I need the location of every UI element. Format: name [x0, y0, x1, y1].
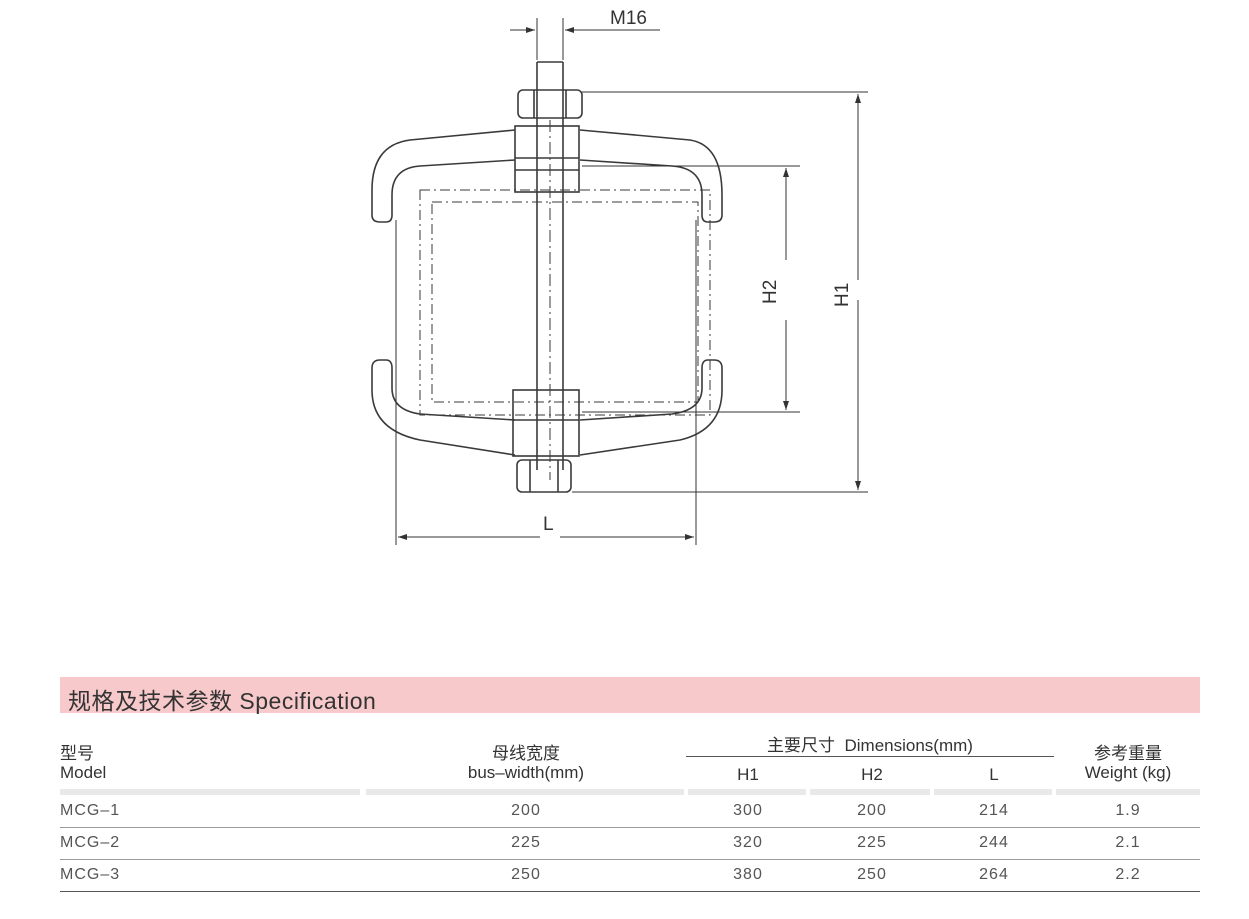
clamp-drawing: M16 H1 H2 L — [371, 8, 868, 545]
label-m16: M16 — [610, 8, 647, 29]
busbar-outline-inner — [431, 201, 699, 403]
cell-model: MCG–3 — [60, 866, 121, 883]
spec-title: 规格及技术参数 Specification — [68, 688, 377, 714]
cell-l: 214 — [979, 802, 1009, 819]
dimensions-rule — [686, 756, 1054, 757]
table-row: MCG–1 200 300 200 214 1.9 — [60, 795, 1200, 828]
top-nut — [517, 89, 583, 119]
header-separator — [810, 789, 930, 795]
cell-weight: 1.9 — [1115, 802, 1141, 819]
cell-h2: 225 — [857, 834, 887, 851]
label-h1: H1 — [832, 283, 853, 307]
header-separator — [1056, 789, 1200, 795]
cell-h1: 300 — [733, 802, 763, 819]
header-weight-en: Weight (kg) — [1084, 763, 1172, 782]
header-l: L — [989, 765, 999, 784]
header-separator — [60, 789, 360, 795]
label-h2: H2 — [760, 280, 781, 304]
cell-h2: 250 — [857, 866, 887, 883]
upper-block — [514, 125, 580, 193]
cell-bus: 200 — [511, 802, 541, 819]
header-dimensions: 主要尺寸 Dimensions(mm) — [767, 736, 973, 755]
header-bus-en: bus–width(mm) — [467, 763, 585, 782]
cell-h1: 380 — [733, 866, 763, 883]
cell-h2: 200 — [857, 802, 887, 819]
cell-bus: 225 — [511, 834, 541, 851]
label-l: L — [543, 514, 554, 535]
spec-header-band: 规格及技术参数 Specification — [60, 677, 1200, 714]
table-row: MCG–2 225 320 225 244 2.1 — [60, 827, 1200, 860]
upper-clamp — [371, 129, 516, 223]
header-weight-cn: 参考重量 — [1094, 744, 1162, 763]
cell-h1: 320 — [733, 834, 763, 851]
header-separator — [366, 789, 684, 795]
lower-clamp — [371, 359, 516, 456]
lower-block — [512, 389, 580, 457]
cell-l: 244 — [979, 834, 1009, 851]
table-row: MCG–3 250 380 250 264 2.2 — [60, 859, 1200, 892]
cell-weight: 2.2 — [1115, 866, 1141, 883]
header-bus-cn: 母线宽度 — [492, 744, 560, 763]
cell-weight: 2.1 — [1115, 834, 1141, 851]
cell-model: MCG–1 — [60, 802, 121, 819]
header-model-cn: 型号 — [60, 744, 94, 763]
cell-l: 264 — [979, 866, 1009, 883]
cell-model: MCG–2 — [60, 834, 121, 851]
header-separator — [688, 789, 806, 795]
header-h2: H2 — [861, 765, 883, 784]
header-separator — [934, 789, 1052, 795]
header-h1: H1 — [737, 765, 759, 784]
bottom-nut — [516, 459, 572, 493]
header-model-en: Model — [60, 763, 107, 782]
busbar-outline — [419, 189, 711, 416]
cell-bus: 250 — [511, 866, 541, 883]
